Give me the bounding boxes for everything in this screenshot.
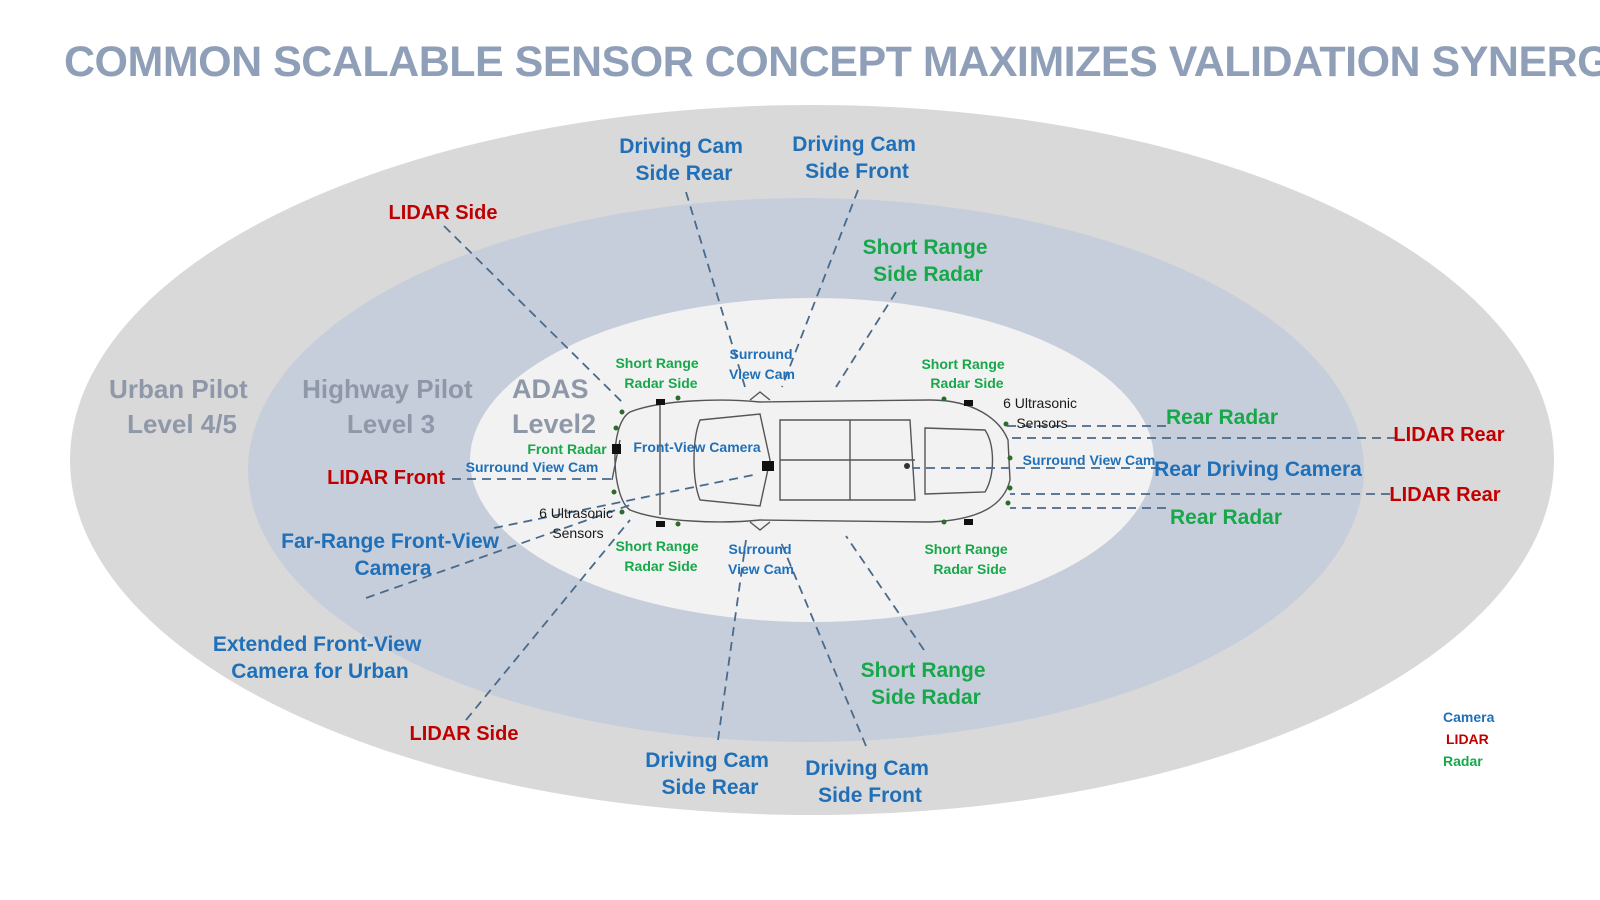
ultrasonic-rear-label: 6 Ultrasonic Sensors	[1003, 395, 1081, 431]
highway-pilot-label: Highway Pilot Level 3	[302, 374, 480, 439]
rear-radar-top-label: Rear Radar	[1166, 406, 1278, 429]
short-range-side-radar-top-label: Short Range Side Radar	[863, 236, 994, 286]
driving-cam-side-rear-bottom-label: Driving Cam Side Rear	[645, 749, 775, 799]
short-range-radar-side-br-label: Short Range Radar Side	[924, 541, 1011, 577]
ultrasonic-front-label: 6 Ultrasonic Sensors	[539, 505, 617, 541]
lidar-rear-top-label: LIDAR Rear	[1393, 424, 1504, 446]
legend: Camera LIDAR Radar	[1443, 709, 1495, 769]
surround-view-cam-bottom-label: Surround View Cam	[728, 541, 795, 577]
lidar-side-bottom-label: LIDAR Side	[410, 723, 519, 745]
legend-camera: Camera	[1443, 709, 1495, 725]
car-icon	[611, 391, 1013, 531]
lidar-front-label: LIDAR Front	[327, 467, 445, 489]
lidar-side-top-label: LIDAR Side	[389, 202, 498, 224]
legend-lidar: LIDAR	[1446, 731, 1489, 747]
surround-view-cam-front-label: Surround View Cam	[466, 459, 599, 475]
extended-front-view-camera-label: Extended Front-View Camera for Urban	[213, 633, 427, 683]
adas-label: ADAS Level2	[512, 374, 596, 439]
front-view-camera-label: Front-View Camera	[633, 439, 761, 455]
surround-view-cam-top-label: Surround View Cam	[729, 346, 796, 382]
slide-title: COMMON SCALABLE SENSOR CONCEPT MAXIMIZES…	[64, 38, 1600, 86]
urban-pilot-label: Urban Pilot Level 4/5	[109, 374, 255, 439]
driving-cam-side-rear-top-label: Driving Cam Side Rear	[619, 135, 749, 185]
leader-lines	[365, 189, 1396, 747]
front-radar-label: Front Radar	[527, 441, 607, 457]
short-range-radar-side-tl-label: Short Range Radar Side	[615, 355, 702, 391]
surround-view-cam-rear-label: Surround View Cam	[1023, 452, 1156, 468]
short-range-radar-side-bl-label: Short Range Radar Side	[615, 538, 702, 574]
short-range-side-radar-bottom-label: Short Range Side Radar	[861, 659, 992, 709]
rear-driving-camera-label: Rear Driving Camera	[1154, 458, 1362, 481]
short-range-radar-side-tr-label: Short Range Radar Side	[921, 356, 1008, 391]
legend-radar: Radar	[1443, 753, 1483, 769]
lidar-rear-bottom-label: LIDAR Rear	[1389, 484, 1500, 506]
far-range-front-view-camera-label: Far-Range Front-View Camera	[281, 530, 505, 580]
driving-cam-side-front-bottom-label: Driving Cam Side Front	[805, 757, 935, 807]
driving-cam-side-front-top-label: Driving Cam Side Front	[792, 133, 922, 183]
rear-radar-bottom-label: Rear Radar	[1170, 506, 1282, 529]
